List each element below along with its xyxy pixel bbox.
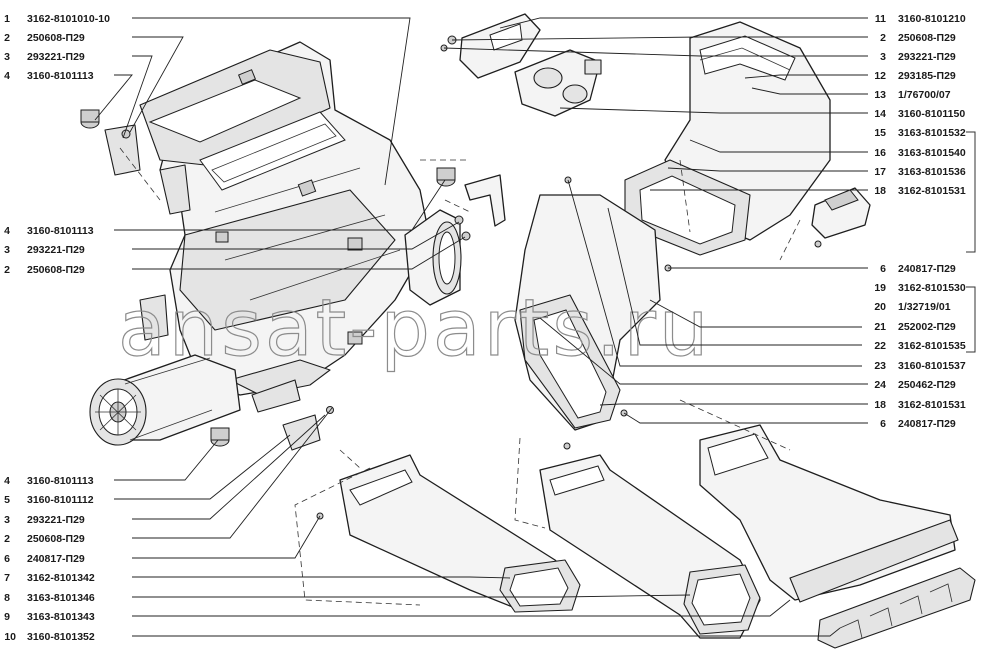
right-callout-number: 18 [874, 185, 886, 197]
blower-fan-assembly [89, 354, 241, 446]
right-callout-code: 3162-8101535 [898, 340, 966, 352]
right-callout-number: 12 [874, 70, 886, 82]
left-callout-code: 250608-П29 [27, 533, 85, 545]
heater-housing [104, 41, 431, 396]
right-callout-number: 19 [874, 282, 886, 294]
leader-lines [94, 17, 868, 637]
right-callout-list: 11 3160-8101210 2 250608-П29 3 293221-П2… [874, 13, 966, 430]
right-callout-number: 18 [874, 399, 886, 411]
right-callout-code: 1/76700/07 [898, 89, 951, 101]
left-callout-code: 3160-8101113 [27, 475, 94, 487]
left-callout-code: 250608-П29 [27, 32, 85, 44]
right-callout-code: 240817-П29 [898, 418, 956, 430]
left-callout-number: 3 [4, 244, 10, 256]
left-callout-number: 5 [4, 494, 10, 506]
right-callout-number: 3 [880, 51, 886, 63]
right-callout-number: 13 [874, 89, 886, 101]
right-callout-number: 17 [874, 166, 886, 178]
left-callout-number: 4 [4, 225, 10, 237]
right-callout-number: 16 [874, 147, 886, 159]
left-callout-number: 4 [4, 475, 10, 487]
right-callout-number: 14 [874, 108, 886, 120]
resistor-bracket [251, 379, 321, 451]
lower-right-air-duct [699, 424, 976, 649]
left-callout-code: 293221-П29 [27, 51, 85, 63]
left-callout-number: 2 [4, 533, 10, 545]
callout-brackets [966, 131, 976, 353]
right-callout-number: 23 [874, 360, 886, 372]
right-callout-code: 3163-8101536 [898, 166, 966, 178]
right-callout-code: 252002-П29 [898, 321, 956, 333]
right-callout-number: 22 [874, 340, 886, 352]
lower-left-air-duct [339, 454, 581, 613]
right-callout-code: 240817-П29 [898, 263, 956, 275]
upper-right-air-duct [624, 21, 831, 256]
left-callout-number: 9 [4, 611, 10, 623]
right-callout-number: 2 [880, 32, 886, 44]
left-callout-number: 1 [4, 13, 10, 25]
right-callout-code: 3160-8101150 [898, 108, 965, 120]
left-callout-number: 7 [4, 572, 10, 584]
middle-air-duct [514, 194, 661, 431]
left-callout-list: 1 3162-8101010-10 2 250608-П29 3 293221-… [4, 13, 110, 643]
left-callout-code: 3160-8101112 [27, 494, 94, 506]
right-callout-number: 15 [874, 127, 886, 139]
left-callout-code: 293221-П29 [27, 514, 85, 526]
assembly-dashed-lines [119, 147, 801, 606]
left-callout-code: 3160-8101113 [27, 70, 94, 82]
right-callout-code: 3163-8101540 [898, 147, 966, 159]
side-outlet-tube [404, 209, 462, 306]
left-callout-number: 10 [4, 631, 16, 643]
left-callout-code: 293221-П29 [27, 244, 85, 256]
right-callout-code: 3162-8101530 [898, 282, 966, 294]
right-callout-code: 3162-8101531 [898, 399, 966, 411]
right-callout-number: 6 [880, 418, 886, 430]
left-callout-code: 3163-8101343 [27, 611, 95, 623]
mounting-bracket [464, 174, 506, 227]
left-callout-number: 2 [4, 264, 10, 276]
right-callout-code: 293221-П29 [898, 51, 956, 63]
left-callout-number: 8 [4, 592, 10, 604]
right-callout-code: 1/32719/01 [898, 301, 951, 313]
left-callout-code: 3162-8101342 [27, 572, 95, 584]
left-callout-code: 3162-8101010-10 [27, 13, 110, 25]
lower-middle-air-duct [539, 454, 761, 639]
right-callout-code: 293185-П29 [898, 70, 956, 82]
left-callout-code: 3160-8101113 [27, 225, 94, 237]
switch-block [811, 187, 871, 239]
right-callout-code: 3160-8101210 [898, 13, 966, 25]
watermark: ansat-parts.ru [118, 284, 711, 374]
right-callout-code: 3163-8101532 [898, 127, 966, 139]
heater-tap-valve [459, 13, 602, 117]
right-callout-number: 24 [874, 379, 886, 391]
left-callout-number: 4 [4, 70, 10, 82]
left-callout-number: 3 [4, 514, 10, 526]
right-callout-number: 6 [880, 263, 886, 275]
left-callout-number: 3 [4, 51, 10, 63]
right-callout-code: 250608-П29 [898, 32, 956, 44]
fasteners [80, 35, 822, 520]
right-callout-code: 250462-П29 [898, 379, 956, 391]
right-callout-number: 20 [874, 301, 886, 313]
left-callout-number: 2 [4, 32, 10, 44]
left-callout-code: 3160-8101352 [27, 631, 95, 643]
left-callout-code: 250608-П29 [27, 264, 85, 276]
right-callout-code: 3162-8101531 [898, 185, 966, 197]
parts-drawing [80, 13, 976, 649]
right-callout-number: 11 [875, 13, 886, 25]
left-callout-number: 6 [4, 553, 10, 565]
right-callout-code: 3160-8101537 [898, 360, 966, 372]
right-callout-number: 21 [874, 321, 886, 333]
left-callout-code: 240817-П29 [27, 553, 85, 565]
left-callout-code: 3163-8101346 [27, 592, 95, 604]
